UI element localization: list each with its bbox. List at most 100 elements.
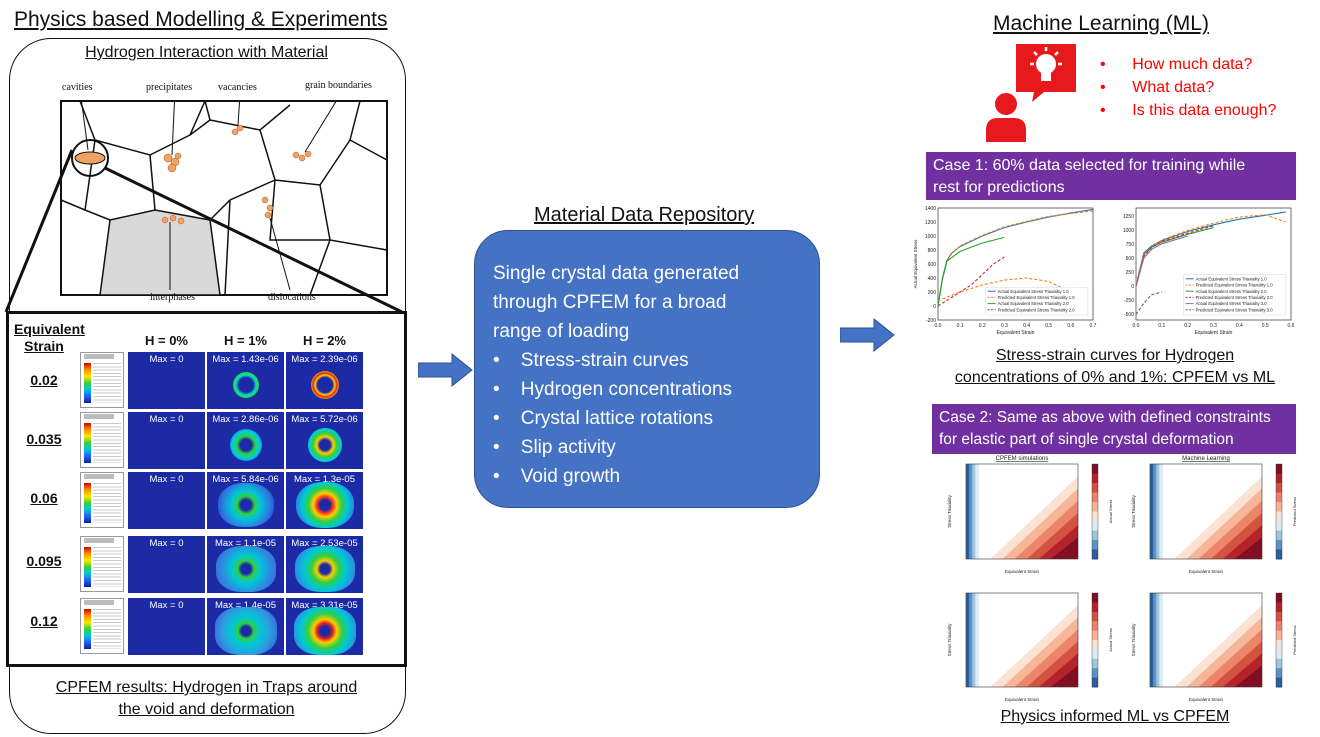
x-tick-label: 0.4 <box>1023 323 1030 329</box>
legend-entry: Predicted Equivalent Stress Triaxiality … <box>1196 283 1274 288</box>
colorbar-segment <box>1276 658 1282 669</box>
legend-entry: Predicted Equivalent Stress Triaxiality … <box>1196 295 1274 300</box>
x-tick-label: 0.0 <box>1133 323 1140 329</box>
bullet-item: • Hydrogen concentrations <box>493 379 733 400</box>
colorbar-label: Actual Stress <box>1108 500 1113 524</box>
case2-banner: Case 2: Same as above with defined const… <box>932 404 1296 454</box>
zoom-circle <box>71 139 109 177</box>
max-label: Max = 5.72e-06 <box>291 414 358 425</box>
heatmap-band <box>1156 464 1160 559</box>
colorbar-label: Predicted Stress <box>1292 497 1297 526</box>
series-line <box>1135 291 1162 315</box>
repository-title: Material Data Repository <box>534 204 755 226</box>
colorbar-segment <box>1276 621 1282 632</box>
y-tick-label: 0 <box>1131 284 1134 290</box>
colorbar-segment <box>1276 640 1282 650</box>
y-tick-label: 250 <box>1126 270 1135 276</box>
x-axis-label: Equivalent Strain <box>1189 697 1224 702</box>
ml-title: Machine Learning (ML) <box>993 12 1209 35</box>
question-item: • How much data? <box>1100 56 1253 73</box>
colorbar-label: Predicted Stress <box>1292 625 1297 654</box>
repository-intro-line: through CPFEM for a broad <box>493 292 727 313</box>
contour-cell: Max = 5.84e-06 <box>207 472 284 529</box>
arrow-right-icon <box>840 317 895 353</box>
colorbar-segment <box>1092 492 1098 503</box>
heatmap-band <box>1234 537 1262 559</box>
heatmap-contours <box>966 464 1078 559</box>
y-tick-label: 800 <box>928 248 937 254</box>
heatmap-band <box>1150 464 1154 559</box>
heatmap-band <box>969 464 973 559</box>
heatmap-frame <box>965 463 1079 560</box>
colorbar-segment <box>1092 602 1098 613</box>
strain-value: 0.12 <box>30 613 58 629</box>
legend-entry: Predicted Equivalent Stress Triaxiality … <box>998 307 1076 312</box>
physics-ml-caption: Physics informed ML vs CPFEM <box>1000 708 1230 725</box>
heatmap-frame <box>1149 463 1263 560</box>
zoom-lines <box>4 149 403 314</box>
y-tick-label: 1000 <box>1123 228 1134 234</box>
colorbar-segment <box>1092 630 1098 641</box>
colorbar-segment <box>1092 521 1098 531</box>
plot-frame <box>1135 207 1292 321</box>
max-label: Max = 0 <box>149 538 184 549</box>
contour-cell: Max = 0 <box>128 352 205 409</box>
x-axis-label: Equivalent Strain <box>997 330 1035 336</box>
max-label: Max = 0 <box>149 600 184 611</box>
y-tick-label: -500 <box>1124 312 1134 318</box>
stress-strain-caption-line2: concentrations of 0% and 1%: CPFEM vs ML <box>954 369 1276 386</box>
heatmap-band <box>1150 593 1154 687</box>
heatmap-band <box>975 593 979 687</box>
legend-entry: Actual Equivalent Stress Triaxiality 1.0 <box>1196 276 1268 281</box>
heatmap-band <box>972 464 976 559</box>
x-tick-label: 0.0 <box>935 323 942 329</box>
y-tick-label: -200 <box>926 318 936 324</box>
y-axis-label: Stress Triaxiality <box>947 623 952 657</box>
heatmap-band <box>1050 537 1078 559</box>
legend-box <box>1183 274 1287 316</box>
max-label: Max = 1.1e-05 <box>215 538 276 549</box>
legend-entry: Actual Equivalent Stress Triaxiality 2.0 <box>1196 289 1268 294</box>
max-label: Max = 3.31e-05 <box>291 600 358 611</box>
repository-box: Single crystal data generated through CP… <box>474 230 820 508</box>
max-label: Max = 0 <box>149 414 184 425</box>
y-tick-label: -250 <box>1124 298 1134 304</box>
heatmap-band <box>1234 665 1262 687</box>
series-line <box>1135 214 1286 284</box>
bullet-item: • Void growth <box>493 466 621 487</box>
bullet-item: • Slip activity <box>493 437 616 458</box>
legend-entry: Actual Equivalent Stress Triaxiality 1.0 <box>998 289 1070 294</box>
chart-background <box>912 204 1097 342</box>
max-label: Max = 1.3e-05 <box>294 474 355 485</box>
cpfem-caption-line1: CPFEM results: Hydrogen in Traps around <box>55 679 358 696</box>
contour-cell: Max = 2.86e-06 <box>207 412 284 469</box>
contour-legend <box>80 598 124 654</box>
x-axis-label: Equivalent Strain <box>1189 569 1224 574</box>
series-line <box>1135 211 1286 287</box>
colorbar-segment <box>1276 511 1282 522</box>
y-axis-label: Actual Equivalent Stress <box>913 239 918 289</box>
colorbar-frame <box>1275 463 1283 560</box>
hydrogen-interaction-title: Hydrogen Interaction with Material <box>85 44 328 61</box>
strain-value: 0.06 <box>30 490 58 506</box>
y-tick-label: 1200 <box>925 220 936 226</box>
colorbar-segment <box>1276 473 1282 484</box>
colorbar-segment <box>1092 593 1098 603</box>
contour-cell: Max = 0 <box>128 412 205 469</box>
y-axis-label: Stress Triaxiality <box>1131 494 1136 528</box>
label-grain-boundaries: grain boundaries <box>305 80 372 91</box>
chart-background <box>1110 204 1295 342</box>
colorbar-segment <box>1276 530 1282 541</box>
legend-entry: Actual Equivalent Stress Triaxiality 3.0 <box>1196 301 1268 306</box>
colorbar-segment <box>1092 483 1098 493</box>
label-cavities: cavities <box>62 82 93 93</box>
x-tick-label: 0.5 <box>1262 323 1269 329</box>
colorbar-segment <box>1276 549 1282 560</box>
label-interphases: interphases <box>150 292 195 303</box>
x-axis-label: Equivalent Strain <box>1005 697 1040 702</box>
colorbar-segment <box>1092 464 1098 474</box>
